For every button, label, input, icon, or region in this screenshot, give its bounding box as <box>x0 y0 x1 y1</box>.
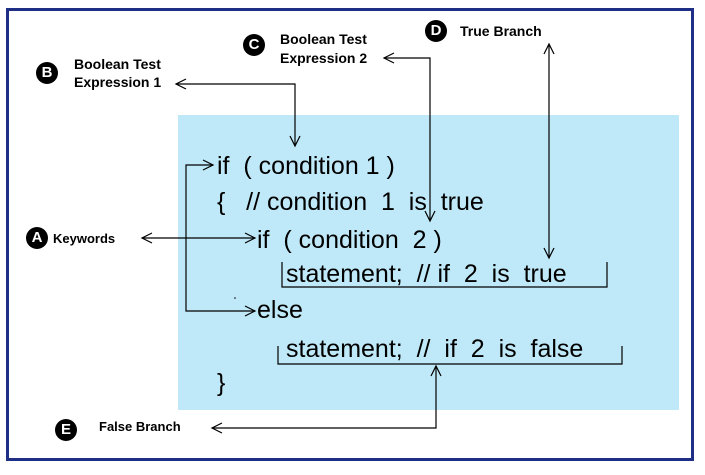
badge-e-icon: E <box>55 419 77 441</box>
arrowhead-a-right-icon <box>244 232 257 244</box>
arrow-b-connector <box>176 83 296 146</box>
arrowhead-c-left-icon <box>382 52 395 64</box>
label-keywords: Keywords <box>53 231 116 246</box>
arrow-keyword-loop-connector <box>185 164 255 312</box>
code-line-if-condition-2: if ( condition 2 ) <box>257 226 442 254</box>
code-line-else: else <box>257 296 303 324</box>
arrow-e-connector <box>212 366 437 429</box>
arrowhead-if-outer-icon <box>202 159 215 171</box>
badge-d-icon: D <box>425 20 447 42</box>
label-false-branch: False Branch <box>99 419 181 434</box>
arrowhead-c-down-icon <box>424 210 436 223</box>
label-boolean-test-2-line1: Boolean Test <box>280 31 367 47</box>
code-line-if-condition-1: if ( condition 1 ) <box>217 152 395 180</box>
code-line-true-statement: statement; // if 2 is true <box>286 260 567 288</box>
code-line-open-brace-comment: { // condition 1 is true <box>217 188 484 216</box>
code-line-false-statement: statement; // if 2 is false <box>286 335 584 363</box>
badge-a-icon: A <box>26 227 48 249</box>
arrowhead-a-left-icon <box>140 232 153 244</box>
bracket-false-statement <box>277 346 623 365</box>
label-boolean-test-2-line2: Expression 2 <box>280 50 368 66</box>
code-line-close-brace: } <box>217 369 226 397</box>
label-boolean-test-1-line2: Expression 1 <box>74 74 162 90</box>
arrowhead-else-icon <box>244 305 257 317</box>
arrowhead-d-up-icon <box>543 42 555 55</box>
arrowhead-e-left-icon <box>210 422 223 434</box>
label-true-branch: True Branch <box>460 23 542 39</box>
arrow-c-connector <box>384 57 431 221</box>
bracket-true-statement <box>281 262 608 288</box>
arrowhead-b-left-icon <box>174 78 187 90</box>
arrowhead-b-down-icon <box>289 135 301 148</box>
arrowhead-d-down-icon <box>543 247 555 260</box>
code-block-background <box>178 115 679 410</box>
badge-c-icon: C <box>243 34 265 56</box>
stray-dot <box>234 297 236 299</box>
badge-b-icon: B <box>36 62 58 84</box>
arrowhead-e-up-icon <box>430 364 442 377</box>
label-boolean-test-1-line1: Boolean Test <box>74 56 161 72</box>
